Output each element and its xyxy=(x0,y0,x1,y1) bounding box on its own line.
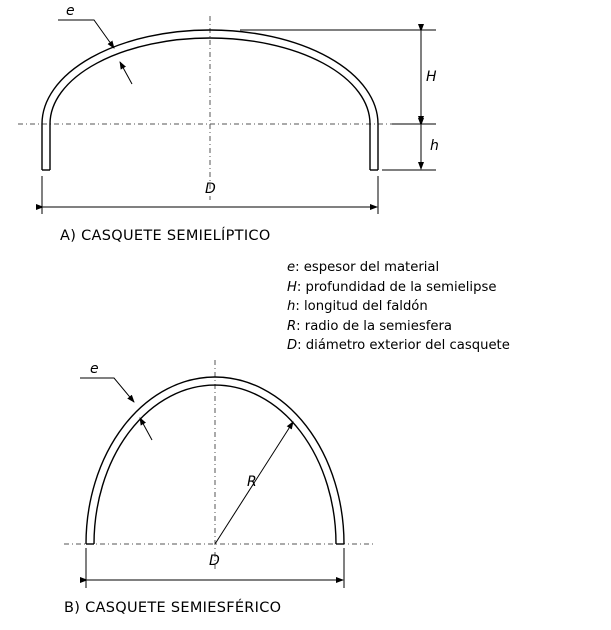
shell-inner-b xyxy=(93,384,337,545)
label-R: R xyxy=(247,474,257,490)
label-e-a: e xyxy=(66,3,75,19)
label-h: h xyxy=(430,138,439,154)
legend-symbol: h xyxy=(287,299,296,314)
legend-symbol: e xyxy=(287,260,296,275)
legend-item-R: R: radio de la semiesfera xyxy=(287,317,510,337)
shell-outer-a xyxy=(41,29,379,170)
label-e-b: e xyxy=(90,361,99,377)
legend-symbol: R xyxy=(287,318,297,334)
legend-text: : radio de la semiesfera xyxy=(296,318,452,334)
legend-item-h: h: longitud del faldón xyxy=(287,297,510,317)
thickness-arrow-inner-a xyxy=(119,61,133,85)
legend-item-e: e: espesor del material xyxy=(287,258,510,278)
label-D-a: D xyxy=(205,181,216,197)
legend-symbol: H xyxy=(287,279,297,295)
hemispherical-head: e R D B) CASQUETE SEMIESFÉRICO xyxy=(64,360,374,616)
label-H: H xyxy=(426,69,437,85)
thickness-leader-b xyxy=(80,377,135,403)
legend-item-D: D: diámetro exterior del casquete xyxy=(287,336,510,356)
legend: e: espesor del material H: profundidad d… xyxy=(287,258,510,356)
shell-outer-b xyxy=(85,376,345,545)
legend-text: : profundidad de la semielipse xyxy=(296,279,497,295)
caption-b: B) CASQUETE SEMIESFÉRICO xyxy=(64,599,281,616)
caption-a: A) CASQUETE SEMIELÍPTICO xyxy=(60,227,271,244)
thickness-leader-a xyxy=(58,19,115,49)
legend-text: : longitud del faldón xyxy=(295,299,428,314)
radius-line xyxy=(214,421,294,545)
legend-symbol: D xyxy=(287,338,298,353)
legend-text: : diámetro exterior del casquete xyxy=(297,338,510,353)
legend-item-H: H: profundidad de la semielipse xyxy=(287,278,510,298)
label-D-b: D xyxy=(209,553,220,569)
thickness-arrow-inner-b xyxy=(139,417,153,441)
shell-inner-a xyxy=(49,37,371,170)
legend-text: : espesor del material xyxy=(295,260,440,275)
semielliptical-head: e H h D A) CASQUETE SEMIELÍPTICO xyxy=(18,3,439,244)
